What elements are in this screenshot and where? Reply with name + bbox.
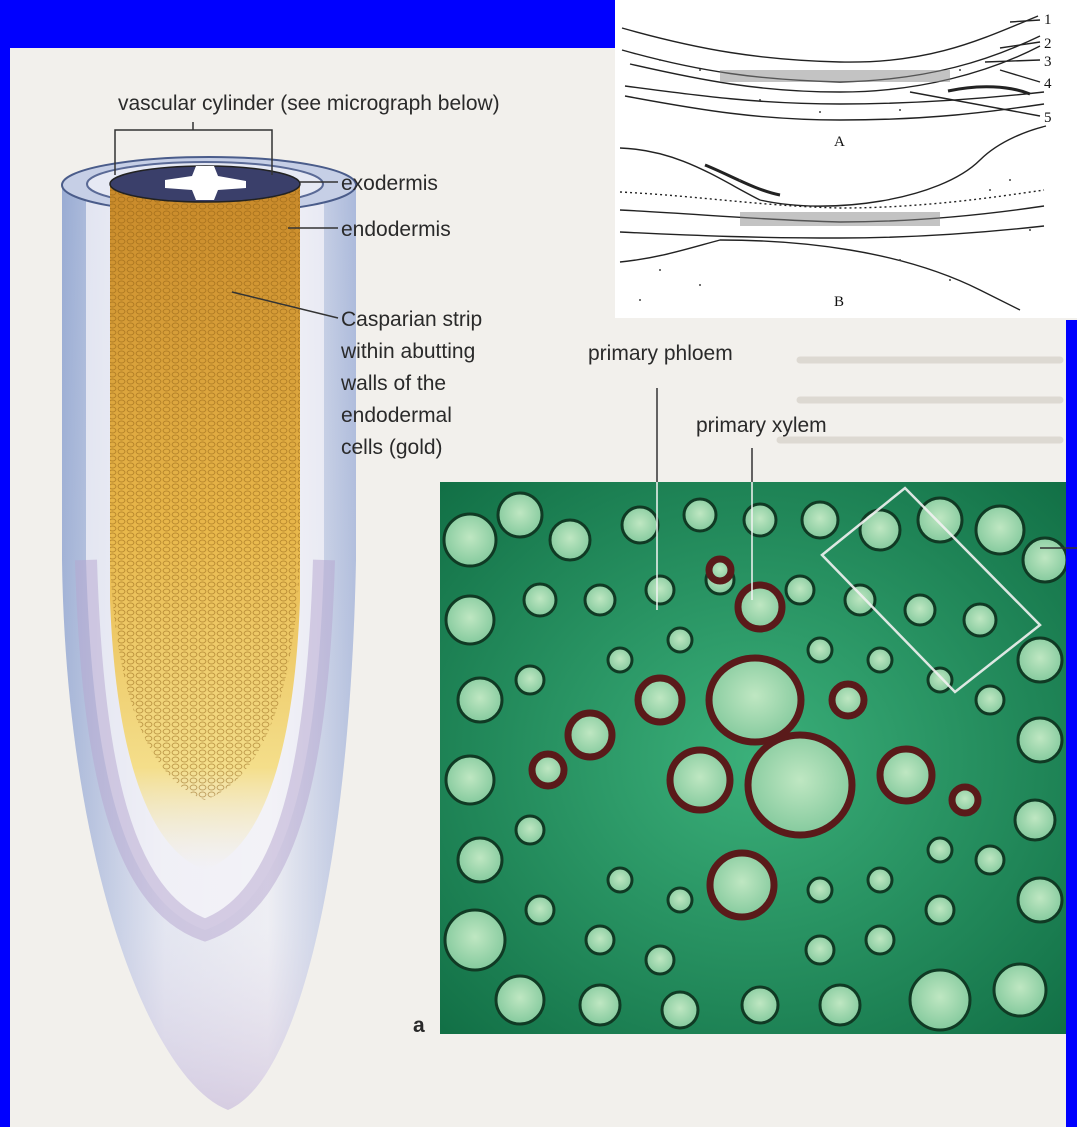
label-casparian-4: endodermal <box>341 404 452 427</box>
inset-frame <box>615 0 1077 318</box>
endodermis-cell-texture <box>110 185 300 800</box>
label-primary-phloem: primary phloem <box>588 342 733 365</box>
inset-number-5: 5 <box>1044 110 1052 126</box>
label-casparian-5: cells (gold) <box>341 436 443 459</box>
label-casparian-2: within abutting <box>340 340 475 363</box>
label-primary-xylem: primary xylem <box>696 414 827 437</box>
label-endodermis: endodermis <box>341 218 451 241</box>
inset-number-2: 2 <box>1044 36 1052 52</box>
label-panel-a: a <box>413 1014 425 1037</box>
label-casparian-1: Casparian strip <box>341 308 482 331</box>
inset-drawing <box>615 0 1077 318</box>
label-vascular-cylinder: vascular cylinder (see micrograph below) <box>118 92 500 115</box>
micrograph <box>440 388 1077 1034</box>
border-right <box>1066 320 1077 1127</box>
label-exodermis: exodermis <box>341 172 438 195</box>
inset-panel-b: B <box>834 294 844 310</box>
inset-number-1: 1 <box>1044 12 1052 28</box>
inset-number-4: 4 <box>1044 76 1052 92</box>
label-casparian-3: walls of the <box>340 372 446 395</box>
inset-panel-a: A <box>834 134 845 150</box>
inset-number-3: 3 <box>1044 54 1052 70</box>
border-left <box>0 48 10 1127</box>
